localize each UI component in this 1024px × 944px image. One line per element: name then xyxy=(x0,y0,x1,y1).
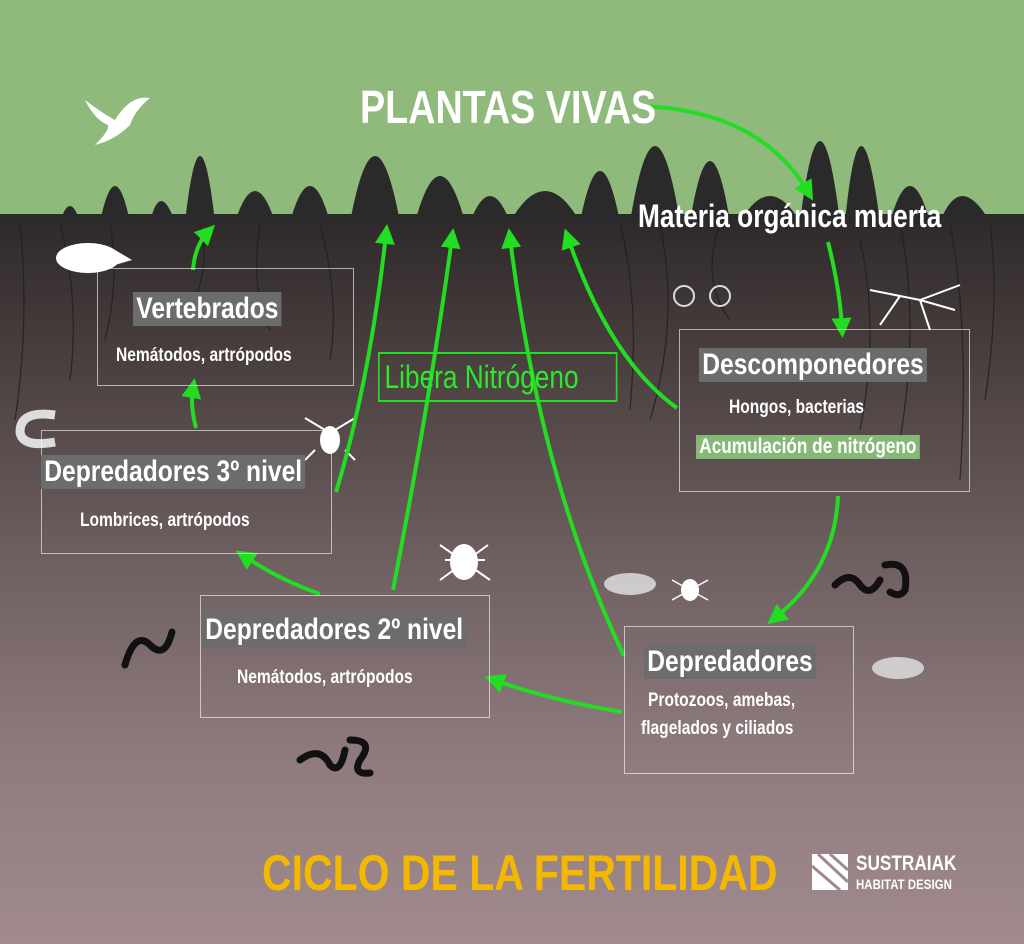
releases-nitrogen-label: Libera Nitrógeno xyxy=(378,352,618,402)
bacteria-icon xyxy=(673,285,731,307)
predators-level2-box xyxy=(200,595,490,718)
vertebrates-box xyxy=(97,268,354,386)
predators-box xyxy=(624,626,854,774)
mole-icon xyxy=(56,243,132,273)
predators-level3-subtitle: Lombrices, artrópodos xyxy=(80,510,250,531)
beetle-icon xyxy=(304,417,356,461)
nitrogen-accumulation-label: Acumulación de nitrógeno xyxy=(696,435,920,459)
predators-level3-title: Depredadores 3º nivel xyxy=(41,455,306,489)
logo-tagline: HABITAT DESIGN xyxy=(856,876,952,892)
predators-level2-title: Depredadores 2º nivel xyxy=(202,613,467,647)
predators-subtitle-line2: flagelados y ciliados xyxy=(641,718,794,739)
decomposers-box xyxy=(679,329,970,492)
plant-silhouettes xyxy=(0,141,1024,224)
predators-title: Depredadores xyxy=(644,645,816,679)
plants-label: PLANTAS VIVAS xyxy=(360,81,657,133)
predators-level2-subtitle: Nemátodos, artrópodos xyxy=(237,667,413,688)
protozoa-icon xyxy=(604,573,924,679)
logo-name: SUSTRAIAK xyxy=(856,852,957,875)
bird-icon xyxy=(85,97,150,145)
dead-matter-label: Materia orgánica muerta xyxy=(638,198,942,234)
logo-mark-icon xyxy=(811,852,850,892)
nutrient-flow-arrows xyxy=(181,104,852,714)
decomposers-subtitle: Hongos, bacterias xyxy=(729,397,865,418)
fungi-hyphae-icon xyxy=(869,284,961,331)
earthworm-icon xyxy=(15,409,56,449)
decomposers-title: Descomponedores xyxy=(699,348,928,382)
small-mite-icon xyxy=(671,579,709,601)
predators-level3-box xyxy=(41,430,332,554)
vertebrates-subtitle: Nemátodos, artrópodos xyxy=(116,345,292,366)
nematode-icons xyxy=(121,560,910,777)
mite-icon xyxy=(439,544,491,581)
diagram-title: CICLO DE LA FERTILIDAD xyxy=(262,845,778,901)
root-zone xyxy=(14,223,995,481)
sustraiak-logo xyxy=(810,852,850,892)
vertebrates-title: Vertebrados xyxy=(133,292,282,326)
predators-subtitle-line1: Protozoos, amebas, xyxy=(648,690,796,711)
